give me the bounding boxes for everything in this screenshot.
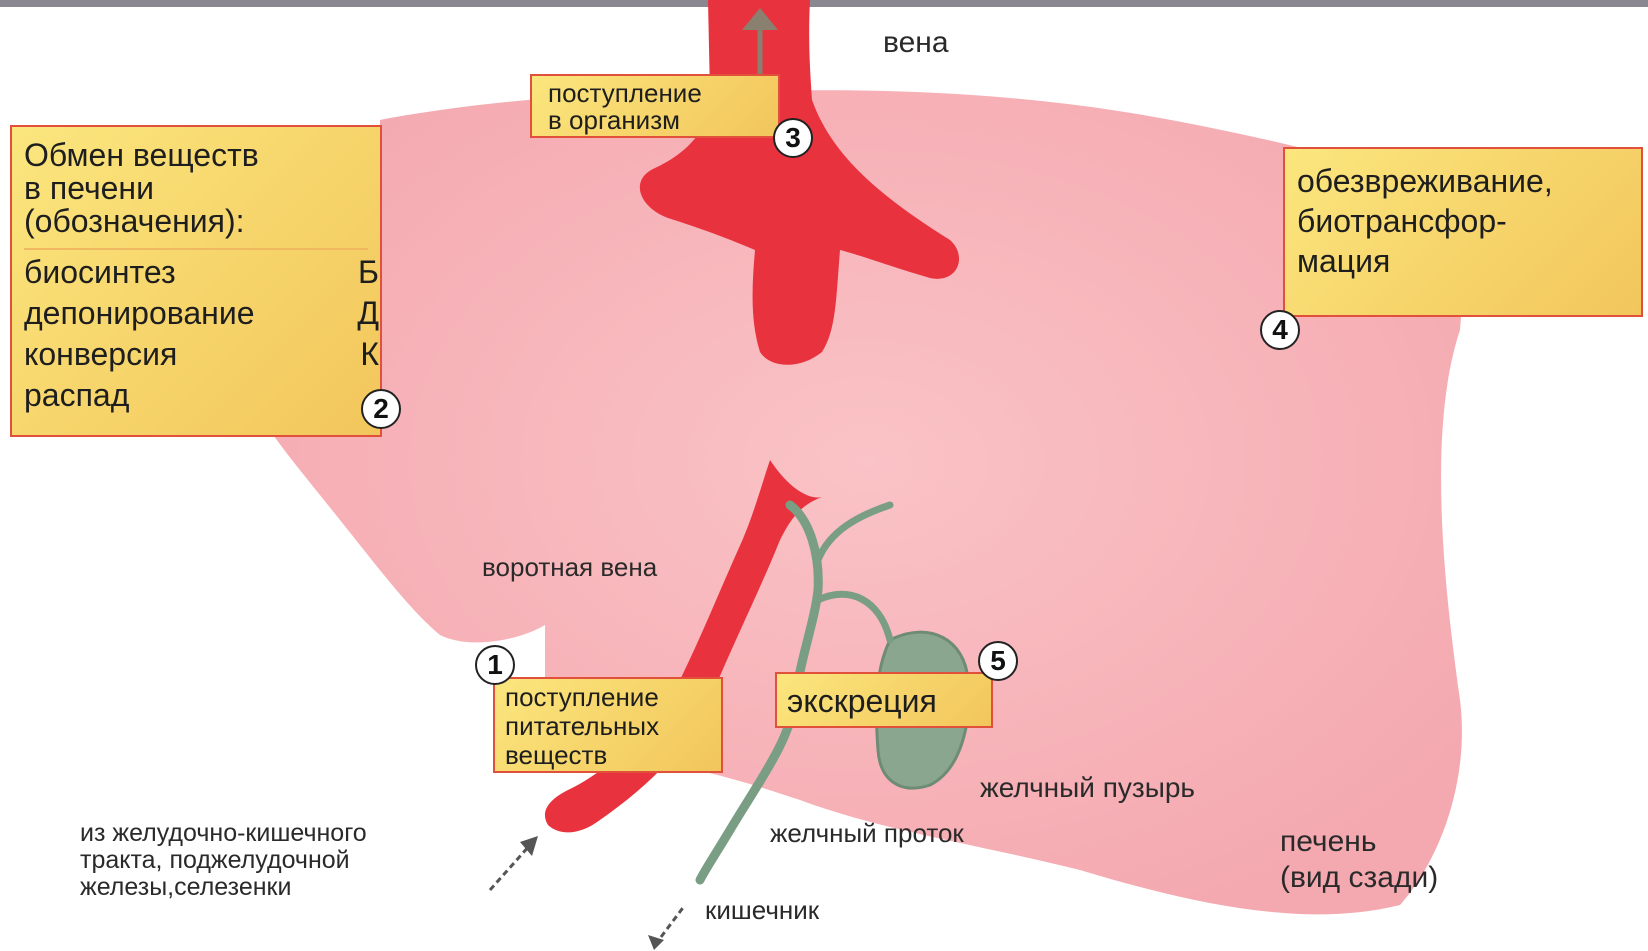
nutrients-box: поступление питательных веществ <box>493 677 723 773</box>
legend-row-biosynthesis: биосинтез Б <box>24 256 379 289</box>
excretion-label: экскреция <box>787 682 981 720</box>
liver-label: печень (вид сзади) <box>1280 824 1438 896</box>
marker-4: 4 <box>1260 310 1300 350</box>
intake-line-1: поступление <box>548 80 762 107</box>
legend-code: Д <box>357 297 379 330</box>
nutrients-line-1: поступление <box>505 683 711 712</box>
legend-term: распад <box>24 379 129 412</box>
marker-1: 1 <box>475 645 515 685</box>
detox-line-2: биотрансфор- <box>1297 201 1629 241</box>
intake-box: поступление в организм <box>530 74 780 138</box>
legend-row-decay: распад <box>24 379 379 412</box>
legend-term: депонирование <box>24 297 255 330</box>
detox-line-3: мация <box>1297 241 1629 281</box>
gallbladder-label: желчный пузырь <box>980 772 1195 804</box>
marker-3: 3 <box>773 118 813 158</box>
legend-title-3: (обозначения): <box>24 205 368 238</box>
nutrients-line-2: питательных <box>505 712 711 741</box>
detox-line-1: обезвреживание, <box>1297 161 1629 201</box>
source-arrow-head <box>520 836 538 856</box>
legend-code: К <box>360 338 379 371</box>
nutrients-line-3: веществ <box>505 741 711 770</box>
detox-box: обезвреживание, биотрансфор- мация <box>1283 147 1643 317</box>
intake-line-2: в организм <box>548 107 762 134</box>
source-line-3: железы,селезенки <box>80 874 367 901</box>
legend-term: биосинтез <box>24 256 176 289</box>
source-line-2: тракта, поджелудочной <box>80 847 367 874</box>
legend-term: конверсия <box>24 338 177 371</box>
liver-line-1: печень <box>1280 824 1438 860</box>
legend-divider <box>24 248 368 250</box>
source-label: из желудочно-кишечного тракта, поджелудо… <box>80 820 367 901</box>
legend-code: Б <box>358 256 379 289</box>
intestine-label: кишечник <box>705 895 819 926</box>
legend-row-deposition: депонирование Д <box>24 297 379 330</box>
legend-title-1: Обмен веществ <box>24 139 368 172</box>
source-line-1: из желудочно-кишечного <box>80 820 367 847</box>
excretion-box: экскреция <box>775 672 993 728</box>
bile-duct-label: желчный проток <box>770 818 964 849</box>
marker-2: 2 <box>361 389 401 429</box>
legend-row-conversion: конверсия К <box>24 338 379 371</box>
legend-box: Обмен веществ в печени (обозначения): би… <box>10 125 382 437</box>
source-arrow <box>490 845 530 890</box>
portal-vein-label: воротная вена <box>482 552 657 583</box>
vein-label: вена <box>883 26 949 60</box>
marker-5: 5 <box>978 641 1018 681</box>
legend-title-2: в печени <box>24 172 368 205</box>
liver-line-2: (вид сзади) <box>1280 860 1438 896</box>
